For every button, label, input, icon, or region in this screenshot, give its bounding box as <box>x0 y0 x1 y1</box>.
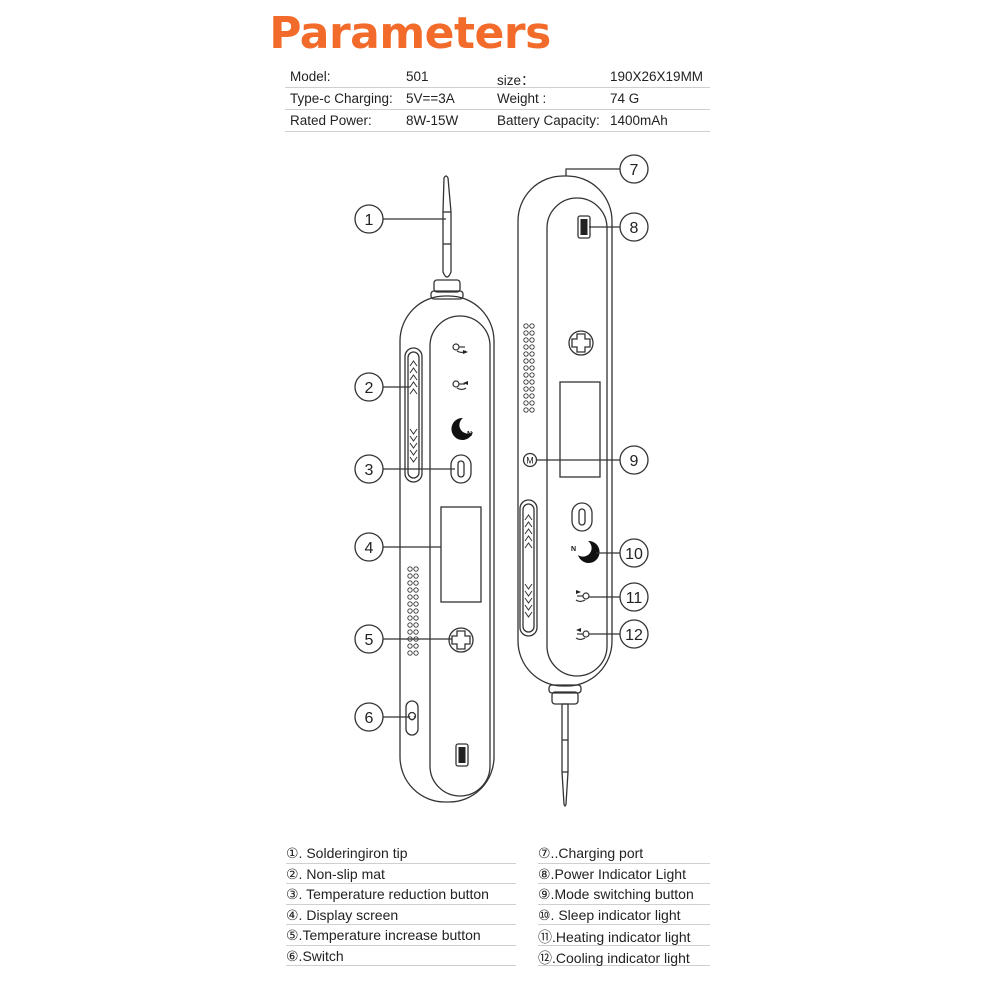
solder-tip-icon-back <box>561 703 569 807</box>
callout-2: 2 <box>354 372 384 402</box>
callout-lines <box>383 168 620 718</box>
battery-indicator-icon <box>455 743 469 767</box>
spec-value: 1400mAh <box>610 113 668 128</box>
legend-item: ⑦..Charging port <box>538 843 710 864</box>
callout-number: 12 <box>625 627 643 644</box>
power-indicator-icon <box>577 215 591 239</box>
legend-item: ④. Display screen <box>286 905 516 925</box>
callout-number: 3 <box>365 462 374 479</box>
callout-9: 9 <box>619 445 649 475</box>
callout-number: 8 <box>630 220 639 237</box>
callout-11: 11 <box>619 582 649 612</box>
callout-number: 10 <box>625 546 643 563</box>
legend-item: ⑫.Cooling indicator light <box>538 946 710 966</box>
spec-label: Type-c Charging: <box>290 91 393 106</box>
callout-number: 7 <box>630 162 639 179</box>
mode-button[interactable]: M <box>522 452 538 468</box>
spec-row: Type-c Charging: 5V==3A Weight : 74 G <box>285 88 710 110</box>
pen-body-right <box>517 175 613 687</box>
cooling-indicator-icon-back <box>575 628 590 641</box>
callout-number: 6 <box>365 710 374 727</box>
legend-item: ⑧.Power Indicator Light <box>538 864 710 884</box>
callout-10: 10 <box>619 538 649 568</box>
solder-tip-icon <box>442 175 452 278</box>
sleep-glyph: N <box>467 431 472 438</box>
non-slip-mat-left <box>404 347 423 483</box>
callout-6: 6 <box>354 702 384 732</box>
spec-value: 501 <box>406 69 429 84</box>
spec-value: 8W-15W <box>406 113 459 128</box>
spec-value: 5V==3A <box>406 91 455 106</box>
pen-body-left <box>399 295 495 803</box>
spec-table: Model: 501 size： 190X26X19MM Type-c Char… <box>285 66 710 132</box>
callout-7: 7 <box>619 154 649 184</box>
callout-3: 3 <box>354 454 384 484</box>
spec-label: Weight : <box>497 91 547 106</box>
power-switch[interactable] <box>405 700 419 736</box>
display-screen-right <box>559 381 601 478</box>
legend-item: ⑩. Sleep indicator light <box>538 905 710 925</box>
spec-row: Rated Power: 8W-15W Battery Capacity: 14… <box>285 110 710 132</box>
legend-item: ⑨.Mode switching button <box>538 884 710 905</box>
heating-indicator-icon-back <box>575 590 590 603</box>
callout-number: 11 <box>626 590 643 607</box>
temp-down-button-back <box>571 502 593 532</box>
vent-dots <box>407 566 419 656</box>
non-slip-mat-right <box>519 499 538 637</box>
legend-item: ⑥.Switch <box>286 946 516 966</box>
callout-4: 4 <box>354 532 384 562</box>
legend-item: ⑤.Temperature increase button <box>286 925 516 946</box>
spec-label: Rated Power: <box>290 113 372 128</box>
spec-label: Model: <box>290 69 331 84</box>
sleep-glyph: N <box>571 546 576 553</box>
callout-number: 5 <box>365 632 374 649</box>
pen-back-view: M N <box>517 171 613 807</box>
sleep-indicator-icon-back: N <box>571 540 600 563</box>
legend-item: ①. Solderingiron tip <box>286 843 516 864</box>
callout-number: 2 <box>365 380 374 397</box>
callout-number: 4 <box>365 540 374 557</box>
legend-item: ⑪.Heating indicator light <box>538 925 710 946</box>
temp-up-button[interactable] <box>448 627 474 653</box>
spec-value: 190X26X19MM <box>610 69 704 84</box>
callout-number: 9 <box>630 453 639 470</box>
callout-5: 5 <box>354 624 384 654</box>
legend-right: ⑦..Charging port ⑧.Power Indicator Light… <box>538 843 710 966</box>
grip-ridges <box>409 360 418 463</box>
spec-row: Model: 501 size： 190X26X19MM <box>285 66 710 88</box>
pen-front-view: N <box>399 175 495 803</box>
callout-1: 1 <box>354 204 384 234</box>
spec-label: size： <box>497 73 535 88</box>
legend-left: ①. Solderingiron tip ②. Non-slip mat ③. … <box>286 843 516 966</box>
page-title: Parameters <box>269 8 551 59</box>
temp-up-button-back <box>568 330 594 356</box>
mode-glyph: M <box>526 456 534 466</box>
callout-12: 12 <box>619 619 649 649</box>
soldering-iron-diagram: N <box>354 154 649 807</box>
callout-number: 1 <box>365 212 374 229</box>
legend-item: ②. Non-slip mat <box>286 864 516 884</box>
vent-dots-back <box>523 323 535 413</box>
display-screen-left <box>440 506 482 603</box>
spec-value: 74 G <box>610 91 640 106</box>
legend-item: ③. Temperature reduction button <box>286 884 516 905</box>
callout-8: 8 <box>619 212 649 242</box>
spec-label: Battery Capacity: <box>497 113 600 128</box>
cooling-indicator-icon <box>452 380 467 391</box>
sleep-indicator-icon: N <box>451 417 473 440</box>
